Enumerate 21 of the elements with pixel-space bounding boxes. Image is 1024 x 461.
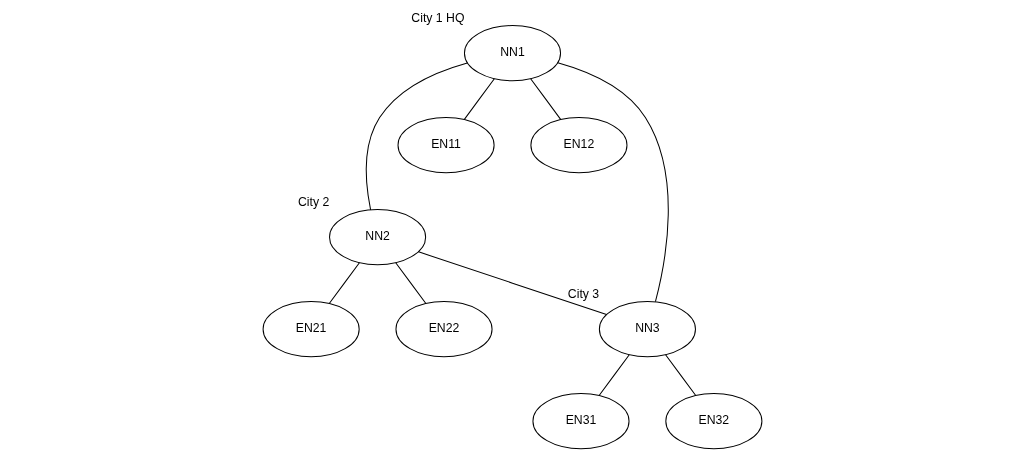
connector [598,354,630,397]
node-label: City 1 HQ [410,11,464,26]
node-label: City 3 [567,287,599,302]
connector [328,262,360,305]
node-ellipse: EN21 [262,301,360,358]
connector [664,354,696,397]
node-ellipse: EN12 [529,117,627,174]
node-ellipse: NN3 [598,301,696,358]
node-label: City 2 [297,195,329,210]
connector [463,78,495,121]
connector [556,62,669,303]
node-ellipse: EN22 [394,301,493,358]
connector [394,262,426,305]
connector [529,78,561,121]
node-ellipse: NN1 [463,25,561,82]
node-ellipse: EN32 [664,393,762,450]
node-ellipse: EN11 [397,117,495,174]
node-ellipse: NN2 [328,209,426,266]
connector [365,62,468,211]
connector [417,251,607,315]
node-ellipse: EN31 [531,393,630,450]
